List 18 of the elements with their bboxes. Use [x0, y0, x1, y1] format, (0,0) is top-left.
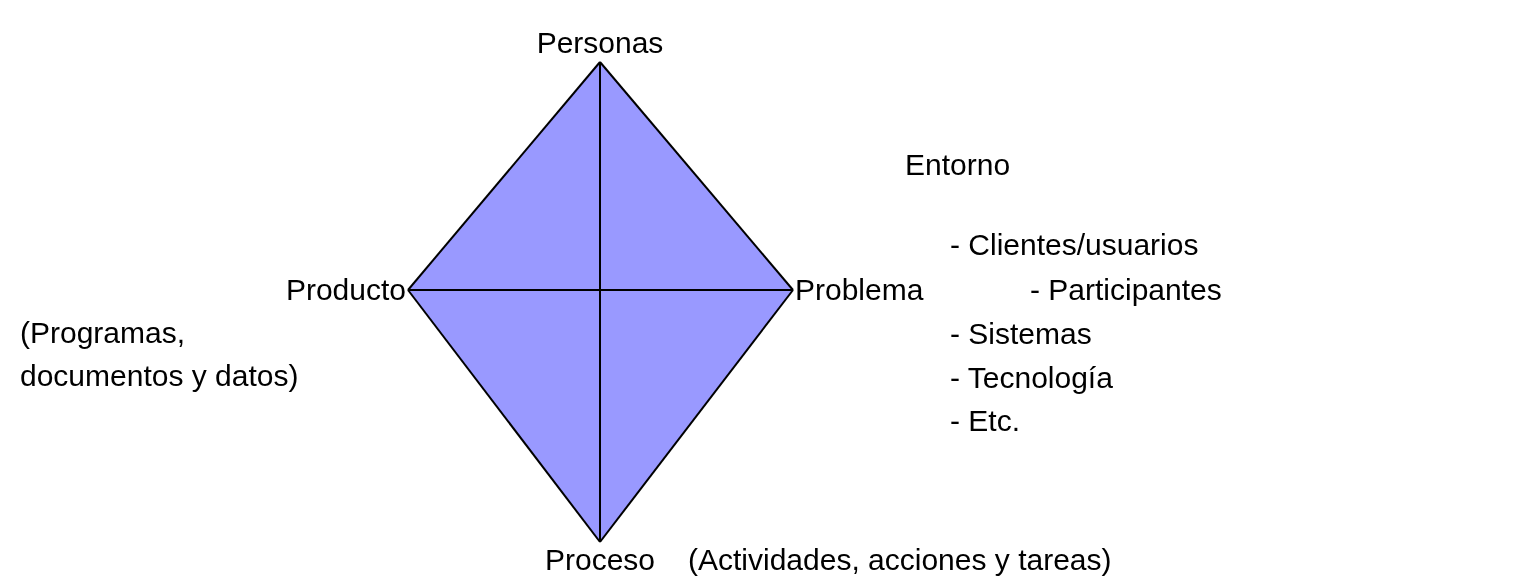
list-item: - Etc. [950, 404, 1020, 438]
line [407, 289, 601, 543]
caption-text: (Programas, documentos y datos) [20, 315, 300, 394]
list-item: - Participantes [1030, 273, 1222, 307]
line [407, 289, 794, 291]
list-item: - Clientes/usuarios [950, 228, 1199, 262]
vertex-label: Personas [527, 26, 673, 60]
line [599, 61, 601, 543]
line [407, 61, 601, 291]
vertex-label: Producto [200, 273, 406, 307]
line [599, 61, 794, 291]
list-item: - Tecnología [950, 361, 1113, 395]
line [599, 289, 794, 543]
heading-text: Entorno [905, 148, 1011, 182]
vertex-label: Proceso [523, 543, 677, 577]
vertex-label: Problema [795, 273, 924, 307]
caption-text: (Actividades, acciones y tareas) [688, 543, 1112, 577]
list-item: - Sistemas [950, 317, 1092, 351]
